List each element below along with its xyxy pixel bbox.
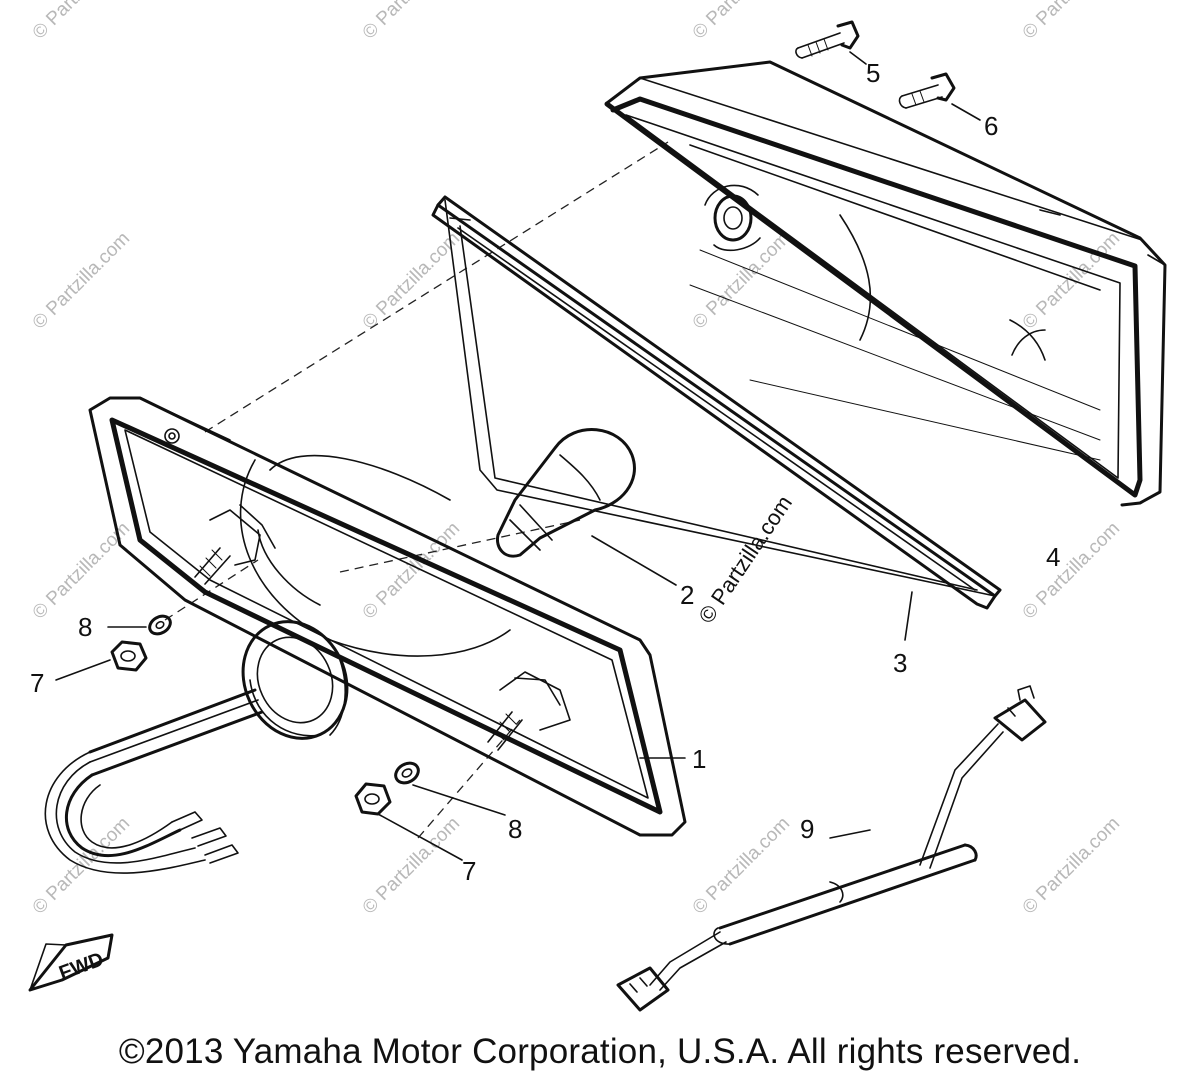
watermark: © Partzilla.com	[1019, 518, 1124, 623]
assembly-guide-lines	[164, 141, 669, 839]
watermark: © Partzilla.com	[29, 0, 134, 44]
watermark-dark: © Partzilla.com	[693, 491, 797, 628]
callout-8-lower: 8	[508, 814, 522, 844]
callout-1: 1	[692, 744, 706, 774]
wire-lead	[616, 685, 1047, 1012]
watermark: © Partzilla.com	[1019, 813, 1124, 918]
nut-lower	[354, 782, 463, 861]
washer-upper	[107, 614, 172, 636]
watermark: © Partzilla.com	[359, 813, 464, 918]
callout-9: 9	[800, 814, 814, 844]
bulb	[495, 428, 677, 586]
fwd-arrow-marker: FWD	[28, 933, 114, 992]
copyright-notice: ©2013 Yamaha Motor Corporation, U.S.A. A…	[118, 1032, 1082, 1071]
watermark: © Partzilla.com	[29, 228, 134, 333]
callout-labels: 1 2 3 4 5 6 7 7 8 8 9	[30, 58, 1060, 886]
base-wire-harness	[44, 688, 264, 874]
callout-2: 2	[680, 580, 694, 610]
watermark: © Partzilla.com	[689, 0, 794, 44]
fwd-label: FWD	[56, 948, 106, 984]
callout-7-lower: 7	[462, 856, 476, 886]
screw-5	[795, 20, 867, 65]
screw-6	[898, 72, 981, 121]
base-frame	[88, 396, 687, 837]
callout-7-upper: 7	[30, 668, 44, 698]
watermark: © Partzilla.com	[359, 228, 464, 333]
callout-4: 4	[1046, 542, 1060, 572]
nut-upper	[55, 640, 148, 681]
watermark: © Partzilla.com	[1019, 0, 1124, 44]
callout-5: 5	[866, 58, 880, 88]
callout-8-upper: 8	[78, 612, 92, 642]
watermark: © Partzilla.com	[359, 0, 464, 44]
washer-lower	[394, 761, 506, 816]
callout-6: 6	[984, 111, 998, 141]
lens-housing	[604, 60, 1167, 507]
gasket	[431, 195, 1002, 641]
watermark: © Partzilla.com	[689, 813, 794, 918]
callout-3: 3	[893, 648, 907, 678]
